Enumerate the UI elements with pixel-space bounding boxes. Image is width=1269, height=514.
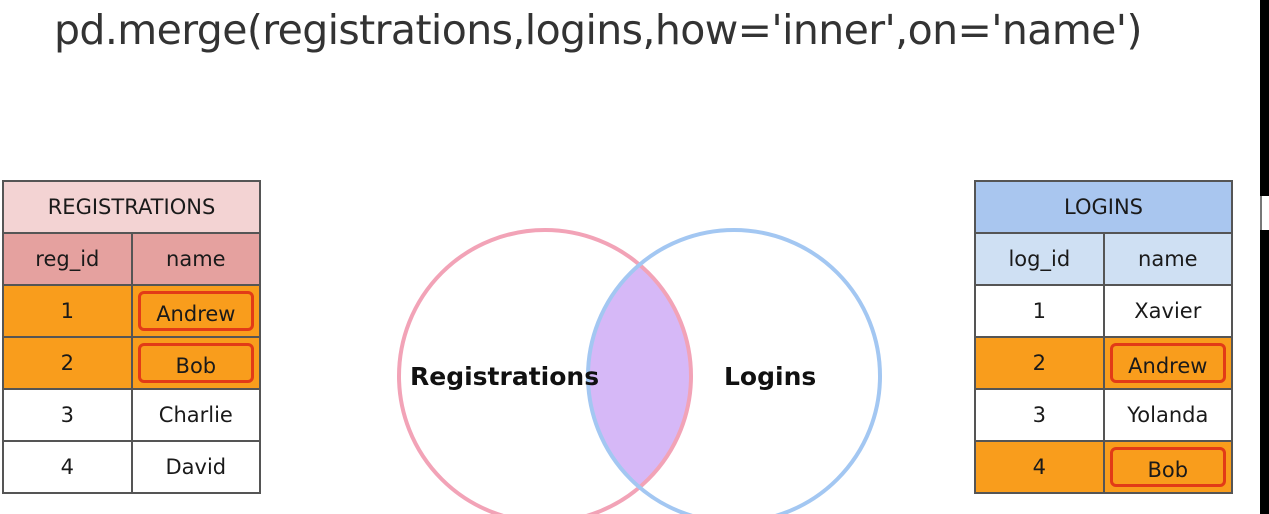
- matched-name: Bob: [1109, 447, 1226, 487]
- logins-title-row: LOGINS: [974, 180, 1233, 234]
- table-row: 1 Xavier: [974, 284, 1234, 338]
- column-header-name: name: [1102, 232, 1234, 286]
- logins-header-row: log_id name: [974, 232, 1234, 286]
- name-cell: Yolanda: [1102, 388, 1234, 442]
- reg-id-cell: 3: [2, 388, 133, 442]
- table-row: 4 Bob: [974, 440, 1234, 494]
- scrollbar-thumb[interactable]: [1260, 196, 1269, 230]
- reg-id-cell: 1: [2, 284, 133, 338]
- intersection-region: [588, 230, 691, 514]
- registrations-title-row: REGISTRATIONS: [2, 180, 261, 234]
- table-row: 3 Charlie: [2, 388, 262, 442]
- name-cell: Bob: [1102, 440, 1234, 494]
- table-row: 1 Andrew: [2, 284, 262, 338]
- column-header-reg-id: reg_id: [2, 232, 133, 286]
- log-id-cell: 3: [974, 388, 1105, 442]
- name-cell: Andrew: [1102, 336, 1234, 390]
- logins-table-title: LOGINS: [974, 180, 1233, 234]
- log-id-cell: 2: [974, 336, 1105, 390]
- log-id-cell: 1: [974, 284, 1105, 338]
- merge-code-title: pd.merge(registrations,logins,how='inner…: [54, 6, 1142, 54]
- registrations-table: REGISTRATIONS reg_id name 1 Andrew 2 Bob…: [2, 180, 262, 494]
- reg-id-cell: 2: [2, 336, 133, 390]
- table-row: 2 Bob: [2, 336, 262, 390]
- column-header-log-id: log_id: [974, 232, 1105, 286]
- logins-circle-label: Logins: [724, 362, 816, 391]
- table-row: 4 David: [2, 440, 262, 494]
- registrations-circle: [397, 228, 693, 514]
- name-cell: Andrew: [130, 284, 262, 338]
- window-edge: [1260, 0, 1269, 514]
- column-header-name: name: [130, 232, 262, 286]
- logins-circle: [586, 228, 882, 514]
- name-cell: David: [130, 440, 262, 494]
- registrations-circle-label: Registrations: [410, 362, 599, 391]
- matched-name: Andrew: [137, 291, 254, 331]
- table-row: 3 Yolanda: [974, 388, 1234, 442]
- name-cell: Bob: [130, 336, 262, 390]
- matched-name: Bob: [137, 343, 254, 383]
- logins-table: LOGINS log_id name 1 Xavier 2 Andrew 3 Y…: [974, 180, 1234, 494]
- log-id-cell: 4: [974, 440, 1105, 494]
- name-cell: Charlie: [130, 388, 262, 442]
- reg-id-cell: 4: [2, 440, 133, 494]
- table-row: 2 Andrew: [974, 336, 1234, 390]
- registrations-header-row: reg_id name: [2, 232, 262, 286]
- matched-name: Andrew: [1109, 343, 1226, 383]
- registrations-table-title: REGISTRATIONS: [2, 180, 261, 234]
- name-cell: Xavier: [1102, 284, 1234, 338]
